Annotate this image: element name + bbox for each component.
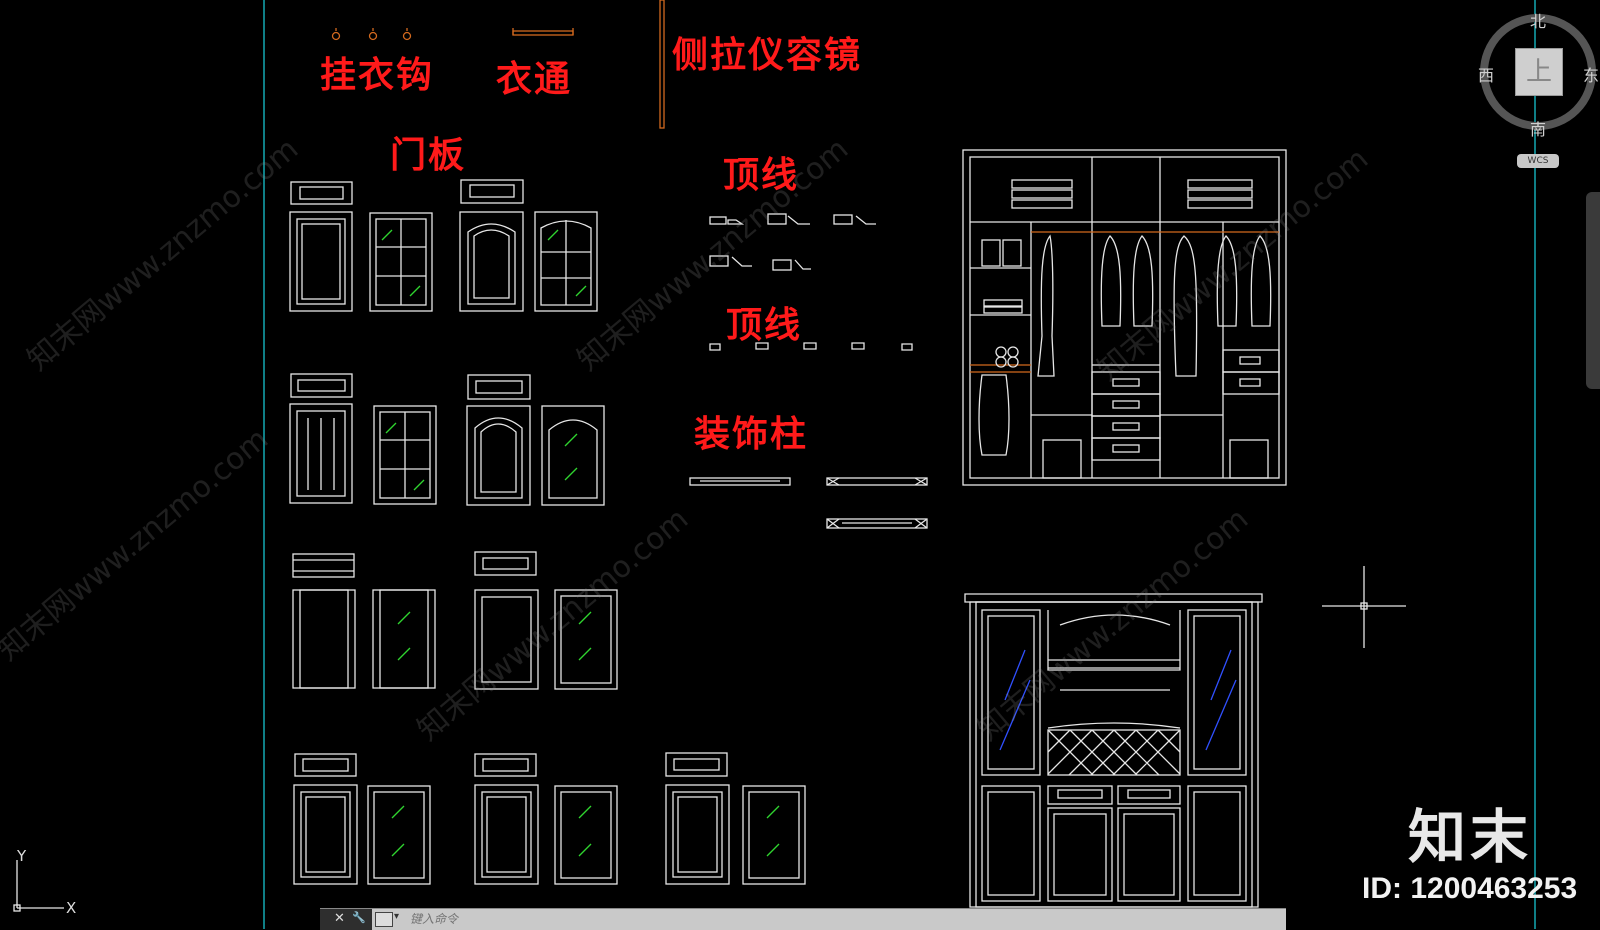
chevron-down-icon[interactable]: ▾ (394, 911, 400, 922)
clothes-rail-symbol (512, 28, 574, 36)
side-palette-tab[interactable] (1586, 192, 1600, 389)
crosshair-cursor (1322, 566, 1406, 648)
viewcube-compass[interactable] (1480, 14, 1596, 130)
door-panel-row-3 (292, 551, 618, 690)
label-crown-moulding-2: 顶线 (726, 305, 803, 346)
command-history-icon[interactable] (375, 912, 393, 927)
door-panel-row-2 (289, 373, 605, 506)
wrench-icon[interactable]: 🔧 (352, 911, 366, 924)
door-panel-row-1 (289, 179, 598, 312)
command-input[interactable] (406, 909, 1274, 928)
wcs-menu-button[interactable]: WCS (1517, 154, 1559, 168)
label-door-panel: 门板 (390, 135, 467, 176)
left-guide-line (263, 0, 265, 929)
ucs-y-label: Y (17, 847, 27, 865)
ucs-x-label: X (66, 899, 77, 917)
compass-north[interactable]: 北 (1530, 12, 1547, 31)
command-line-bar: ✕ 🔧 ▾ (320, 908, 1286, 930)
ucs-axis-icon (13, 860, 64, 912)
close-icon[interactable]: ✕ (334, 911, 345, 926)
brand-id: ID: 1200463253 (1362, 872, 1578, 905)
label-hooks: 挂衣钩 (320, 55, 435, 96)
brand-logo: 知末 (1408, 803, 1533, 871)
wardrobe-elevation (962, 149, 1287, 486)
pull-mirror-symbol (659, 0, 665, 129)
label-mirror: 侧拉仪容镜 (672, 35, 863, 76)
right-guide-line (1534, 0, 1536, 929)
compass-west[interactable]: 西 (1478, 66, 1495, 85)
label-rail: 衣通 (496, 59, 573, 100)
label-crown-moulding-1: 顶线 (723, 155, 800, 196)
label-decorative-column: 装饰柱 (694, 414, 809, 455)
compass-east[interactable]: 东 (1583, 66, 1600, 85)
wine-cabinet-elevation (964, 593, 1263, 908)
compass-south[interactable]: 南 (1530, 120, 1547, 139)
command-line-controls: ✕ 🔧 (320, 909, 372, 930)
crown-moulding-profiles-2 (709, 342, 913, 351)
door-panel-row-4 (293, 752, 806, 885)
decorative-columns (689, 477, 928, 529)
crown-moulding-profiles-1 (709, 213, 876, 271)
clothes-hooks-symbol (331, 28, 412, 41)
viewcube-top-button[interactable]: 上 (1515, 48, 1563, 96)
